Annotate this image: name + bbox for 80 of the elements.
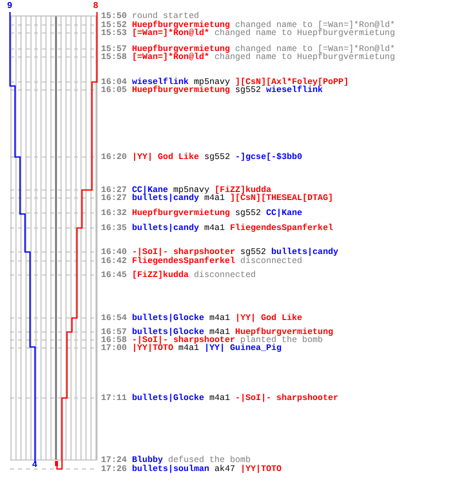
timestamp: 16:27 [101,193,127,203]
player-name: [FiZZ]kudda [132,270,189,280]
event-text: disconnected [194,270,256,280]
player-name: FliegendesSpanferkel [230,223,334,233]
weapon-name: m4a1 [204,223,225,233]
event-text: planted the bomb [240,335,323,345]
event-text: round started [132,11,200,21]
weapon-name: m4a1 [209,327,230,337]
timestamp: 16:57 [101,327,127,337]
event-text: changed name to Huepfburgvermietung [214,52,395,62]
player-name: [FiZZ]kudda [214,185,272,195]
timestamp: 16:54 [101,313,127,323]
timestamp: 16:04 [101,77,127,87]
timestamp: 16:45 [101,270,127,280]
timestamp: 16:20 [101,152,127,162]
timestamp: 16:40 [101,247,127,257]
weapon-name: mp5navy [173,185,210,195]
event-text: changed name to [=Wan=]*Ron@ld* [235,20,396,30]
event-text: changed name to Huepfburgvermietung [214,28,395,38]
timestamp: 16:05 [101,85,127,95]
timestamp: 16:27 [101,185,127,195]
event-text: disconnected [240,256,302,266]
player-name: ][CsN][THESEAL[DTAG] [230,193,334,203]
player-name: wieselflink [132,77,189,87]
timestamp: 15:50 [101,11,127,21]
timestamp: 15:53 [101,28,127,38]
player-name: |YY|TOTO [240,464,282,474]
weapon-name: sg552 [235,85,261,95]
player-name: wieselflink [266,85,323,95]
weapon-name: ak47 [214,464,236,474]
player-name: ][CsN][Axl*Foley[PoPP] [235,77,349,87]
player-name: |YY| God Like [235,313,302,323]
player-name: Huepfburgvermietung [132,20,230,30]
player-name: Huepfburgvermietung [235,327,334,337]
player-name: bullets|candy [132,223,200,233]
player-name: [=Wan=]*Ron@ld* [132,52,210,62]
timestamp: 16:42 [101,256,127,266]
player-name: bullets|soulman [132,464,210,474]
team-count: 8 [93,1,98,11]
timestamp: 16:58 [101,335,127,345]
weapon-name: m4a1 [204,193,225,203]
player-name: -]gcse[-$3bb0 [235,152,302,162]
player-name: |YY|TOTO [132,343,174,353]
player-name: Huepfburgvermietung [132,44,230,54]
weapon-name: sg552 [235,208,261,218]
timestamp: 15:57 [101,44,127,54]
event-text: changed name to [=Wan=]*Ron@ld* [235,44,396,54]
weapon-name: mp5navy [194,77,230,87]
timestamp: 17:24 [101,455,127,465]
player-name: -|SoI|- sharpshooter [235,393,338,403]
player-name: bullets|Glocke [132,393,204,403]
player-name: -|SoI|- sharpshooter [132,335,236,345]
player-name: bullets|candy [132,193,200,203]
weapon-name: sg552 [240,247,266,257]
player-name: |YY| Guinea_Pig [204,343,282,353]
timestamp: 15:58 [101,52,127,62]
weapon-name: m4a1 [178,343,200,353]
timestamp: 16:35 [101,223,127,233]
player-name: CC|Kane [132,185,168,195]
weapon-name: m4a1 [209,313,230,323]
player-name: Huepfburgvermietung [132,85,230,95]
player-name: [=Wan=]*Ron@ld* [132,28,210,38]
player-name: Blubby [132,455,163,465]
event-text: defused the bomb [168,455,251,465]
player-name: FliegendesSpanferkel [132,256,236,266]
player-name: -|SoI|- sharpshooter [132,247,236,257]
player-name: bullets|Glocke [132,313,204,323]
timestamp: 15:52 [101,20,127,30]
player-name: |YY| God Like [132,152,200,162]
team-count: 9 [7,1,12,11]
timestamp: 17:00 [101,343,127,353]
player-name: Huepfburgvermietung [132,208,230,218]
player-name: bullets|Glocke [132,327,204,337]
player-name: bullets|candy [271,247,338,257]
timestamp: 16:32 [101,208,127,218]
weapon-name: m4a1 [209,393,230,403]
timestamp: 17:11 [101,393,127,403]
weapon-name: sg552 [204,152,230,162]
timestamp: 17:26 [101,464,127,474]
player-name: CC|Kane [266,208,302,218]
